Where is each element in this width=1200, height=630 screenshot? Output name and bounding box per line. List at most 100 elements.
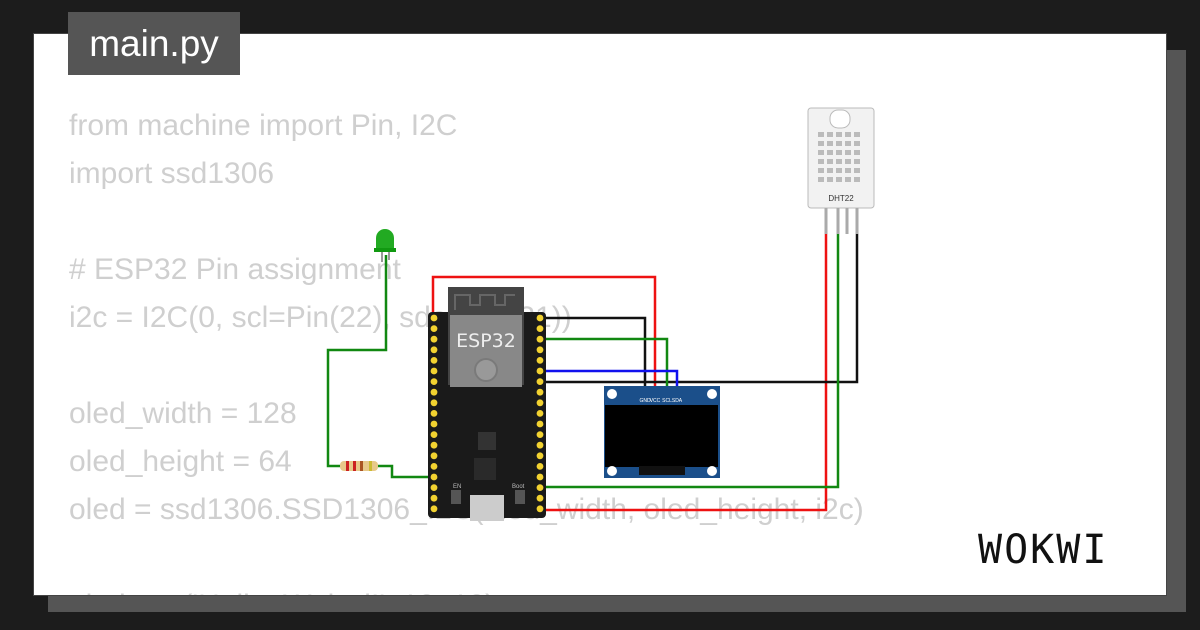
usb-port [470,495,504,521]
sensor-vent [818,150,824,155]
sensor-vent [854,159,860,164]
sensor-vent [854,177,860,182]
sensor-vent [827,159,833,164]
boot-button-icon [515,490,525,504]
header-pin [430,388,438,396]
header-pin [430,463,438,470]
sensor-vent [836,132,842,137]
header-pin [536,473,544,481]
sensor-vent [818,132,824,137]
sensor-vent [836,141,842,146]
header-pin [536,346,544,354]
code-listing: from machine import Pin, I2C import ssd13… [69,102,864,595]
pin-label-sda: SDA [672,398,683,404]
filename-tab: main.py [68,12,240,75]
sensor-vent [827,177,833,182]
header-pin [430,378,438,385]
wire-scl [540,337,669,392]
header-pin [430,494,438,502]
sensor-vent [836,177,842,182]
header-pin [430,410,438,417]
header-pin [430,473,438,481]
header-pin [430,399,438,407]
header-pin [430,452,438,460]
header-pin [536,357,544,364]
header-pin [536,420,544,428]
code-line: import ssd1306 [69,157,275,190]
wokwi-logo: WOKWI [978,527,1108,573]
led-green[interactable] [374,229,396,262]
header-pin [430,484,438,491]
boot-label: Boot [512,484,525,490]
code-line: oled_height = 64 [69,445,292,478]
code-line: oled.text('Hello, Wokwi!', 10, 10) [69,582,864,595]
header-pin [536,431,544,438]
header-pin [536,484,544,491]
sensor-vent [836,168,842,173]
header-pin [430,325,438,332]
esp32-board[interactable]: ESP32 EN Boot [428,287,546,521]
sensor-vent [845,177,851,182]
wires [326,232,859,512]
sensor-vent [854,132,860,137]
header-pin [536,399,544,407]
sensor-vent [827,150,833,155]
sensor-vent [854,150,860,155]
esp32-label: ESP32 [456,330,516,352]
dht22-label: DHT22 [828,194,854,203]
resistor[interactable] [340,461,378,471]
header-pin [430,346,438,354]
wire-led [326,255,388,468]
sensor-vent [845,132,851,137]
header-pin [536,441,544,449]
sensor-vent [827,168,833,173]
header-pin [536,367,544,375]
pin-label-scl: SCL [662,398,672,404]
pin-label-gnd: GND [639,398,651,404]
code-line: from machine import Pin, I2C [69,109,458,142]
pin-label-vcc: VCC [650,398,661,404]
sensor-vent [854,141,860,146]
header-pin [430,420,438,428]
wire-sda [540,369,679,392]
header-pin [430,367,438,375]
header-pin [430,431,438,438]
sensor-vent [836,159,842,164]
preview-card: from machine import Pin, I2C import ssd13… [33,33,1167,596]
en-button-icon [451,490,461,504]
wire-resistor [378,464,433,479]
header-pins [430,314,544,513]
header-pin [430,505,438,513]
wokwi-logo-text: WOKWI [978,527,1108,573]
sensor-vent [818,141,824,146]
header-pin [536,494,544,502]
sensor-vent [854,168,860,173]
sensor-vent [827,141,833,146]
sensor-vent [818,159,824,164]
header-pin [536,463,544,470]
wire-dht-gnd [540,232,859,384]
header-pin [430,335,438,343]
oled-display[interactable]: GND VCC SCL SDA [604,386,720,478]
header-pin [536,410,544,417]
sensor-vent [818,177,824,182]
header-pin [536,325,544,332]
wire-dht-vcc [433,232,828,512]
sensor-vent [845,141,851,146]
header-pin [536,452,544,460]
header-pin [536,314,544,322]
dht22-sensor[interactable]: DHT22 [807,107,875,234]
code-line: oled_width = 128 [69,397,297,430]
wire-vcc [431,275,657,392]
header-pin [430,357,438,364]
wire-dht-data [540,232,840,489]
sensor-vent [836,150,842,155]
header-pin [536,505,544,513]
header-pin [430,314,438,322]
espressif-logo-icon [474,358,498,382]
header-pin [430,441,438,449]
en-label: EN [453,484,461,490]
sensor-vent [818,168,824,173]
header-pin [536,378,544,385]
